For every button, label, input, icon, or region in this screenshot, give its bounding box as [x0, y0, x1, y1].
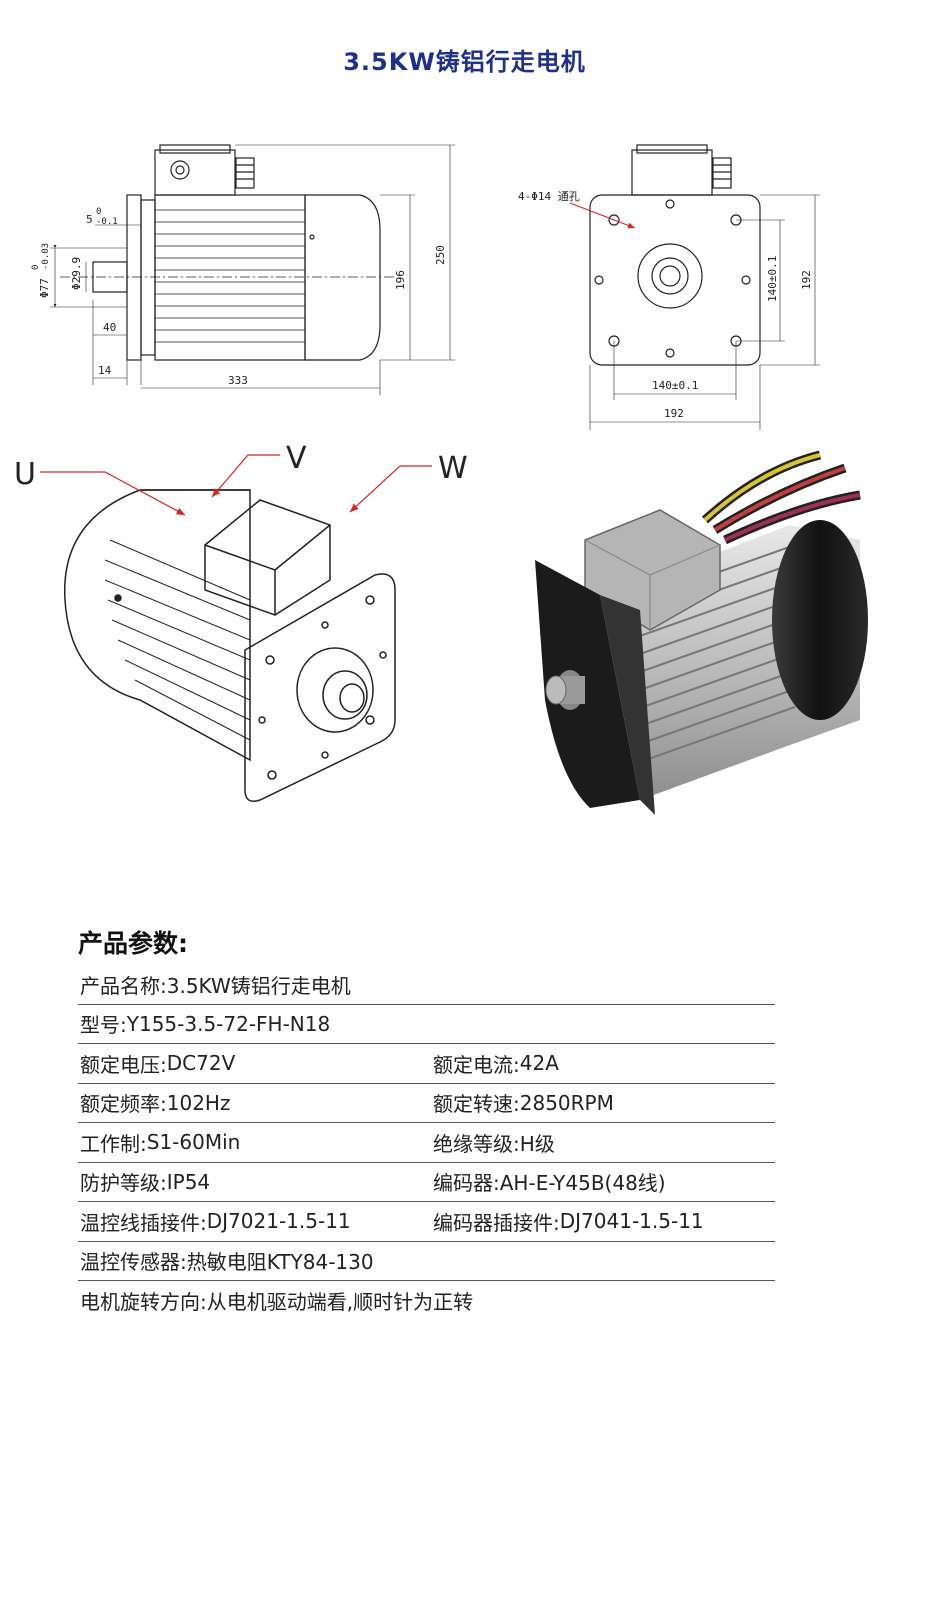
spec-value: DJ7041-1.5-11: [559, 1209, 704, 1234]
dim-flange-width: 14: [98, 364, 112, 377]
front-view-dimensions: 4-Φ14 通孔 140±0.1 192 140±0.1 192: [518, 190, 813, 420]
spec-value: 从电机驱动端看,顺时针为正转: [206, 1289, 474, 1314]
dim-flange-tol: 5: [86, 213, 93, 226]
phase-leaders: [40, 454, 432, 516]
dim-shaft-length: 40: [103, 321, 116, 334]
spec-label: 产品名称:: [80, 973, 167, 998]
dim-height-196: 196: [394, 270, 407, 290]
side-view-dimensions: 0 5 -0.1 Φ77 0 -0.03 Φ29.9 40 14 333 196…: [31, 207, 447, 387]
spec-label: 编码器:: [433, 1171, 500, 1196]
params-heading: 产品参数:: [78, 929, 188, 958]
spec-value: 3.5KW铸铝行走电机: [166, 973, 351, 998]
spec-value: 热敏电阻KTY84-130: [186, 1250, 374, 1275]
dim-size-horizontal: 192: [664, 407, 684, 420]
page-title: 3.5KW铸铝行走电机: [343, 48, 586, 76]
dim-total-length: 333: [228, 374, 248, 387]
spec-label: 温控线插接件:: [80, 1210, 207, 1235]
dim-flange-tol-lower: -0.1: [96, 217, 118, 227]
spec-value: AH-E-Y45B(48线): [499, 1171, 666, 1196]
spec-value: 42A: [519, 1051, 559, 1076]
spec-value: 2850RPM: [519, 1090, 614, 1115]
spec-label: 温控传感器:: [80, 1250, 187, 1275]
spec-label: 工作制:: [80, 1131, 147, 1156]
spec-value: DJ7021-1.5-11: [206, 1209, 351, 1234]
phase-u-label: U: [14, 457, 36, 492]
spec-label: 电机旋转方向:: [80, 1289, 207, 1314]
dim-pitch-horizontal: 140±0.1: [652, 379, 698, 392]
dim-height-250: 250: [434, 245, 447, 265]
motor-line-art: [63, 489, 396, 802]
spec-label: 额定频率:: [80, 1092, 167, 1117]
dim-spigot-lower: -0.03: [41, 243, 51, 270]
spec-label: 防护等级:: [80, 1171, 167, 1196]
spec-row-duty-insulation: 工作制:S1-60Min 绝缘等级:H级: [78, 1123, 775, 1163]
dim-spigot-upper: 0: [31, 265, 41, 270]
spec-label: 编码器插接件:: [433, 1210, 560, 1235]
motor-photo: [535, 450, 868, 815]
spec-label: 额定电压:: [80, 1052, 167, 1077]
dim-flange-tol-upper: 0: [96, 207, 101, 217]
dim-pitch-vertical: 140±0.1: [766, 256, 779, 302]
side-view: [50, 144, 455, 395]
spec-label: 额定转速:: [433, 1092, 520, 1117]
spec-row-voltage-current: 额定电压:DC72V 额定电流:42A: [78, 1044, 775, 1084]
spec-row-protection-encoder: 防护等级:IP54 编码器:AH-E-Y45B(48线): [78, 1163, 775, 1202]
dim-holes: 4-Φ14 通孔: [518, 190, 580, 203]
spec-value: IP54: [166, 1169, 211, 1194]
spec-value: 102Hz: [166, 1090, 231, 1115]
phase-labels: U V W: [14, 441, 468, 492]
dim-shaft-dia: Φ29.9: [70, 257, 83, 290]
spec-row-rotation: 电机旋转方向:从电机驱动端看,顺时针为正转: [78, 1281, 775, 1320]
spec-value: DC72V: [166, 1051, 236, 1076]
spec-label: 绝缘等级:: [433, 1131, 520, 1156]
spec-label: 额定电流:: [433, 1052, 520, 1077]
hole-leader: [569, 202, 636, 229]
phase-w-label: W: [438, 451, 468, 486]
dim-size-vertical: 192: [800, 270, 813, 290]
spec-row-name: 产品名称:3.5KW铸铝行走电机: [78, 965, 775, 1005]
spec-table: 产品名称:3.5KW铸铝行走电机 型号:Y155-3.5-72-FH-N18 额…: [78, 965, 775, 1320]
spec-row-sensor: 温控传感器:热敏电阻KTY84-130: [78, 1242, 775, 1281]
spec-value: H级: [519, 1131, 555, 1156]
phase-v-label: V: [286, 441, 307, 476]
spec-row-connectors: 温控线插接件:DJ7021-1.5-11 编码器插接件:DJ7041-1.5-1…: [78, 1202, 775, 1242]
spec-value: Y155-3.5-72-FH-N18: [126, 1011, 331, 1036]
front-view: [589, 144, 820, 430]
dim-spigot: Φ77: [38, 278, 51, 298]
spec-label: 型号:: [80, 1013, 127, 1038]
spec-row-frequency-speed: 额定频率:102Hz 额定转速:2850RPM: [78, 1084, 775, 1123]
spec-row-model: 型号:Y155-3.5-72-FH-N18: [78, 1005, 775, 1044]
technical-drawing: 0 5 -0.1 Φ77 0 -0.03 Φ29.9 40 14 333 196…: [14, 144, 868, 815]
spec-value: S1-60Min: [146, 1130, 241, 1155]
